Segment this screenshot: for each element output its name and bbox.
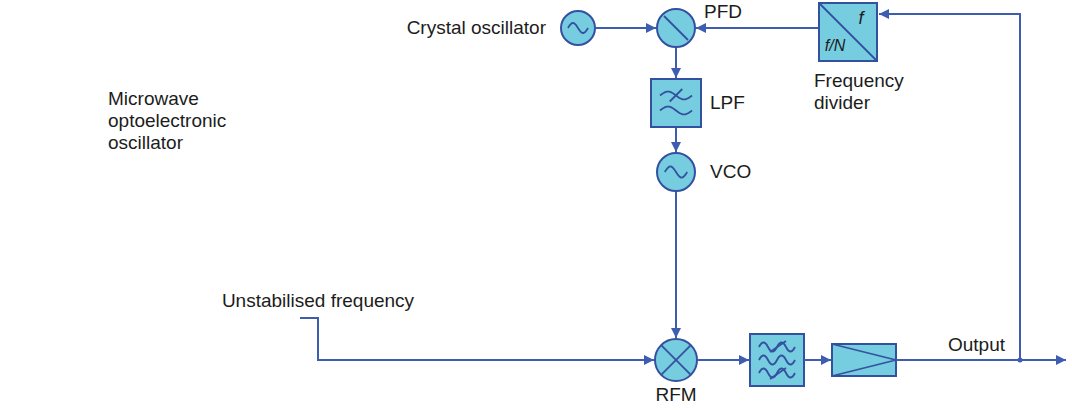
circle-outline (561, 11, 595, 45)
filter-box (750, 334, 804, 386)
screw-hole (260, 276, 264, 280)
housing-foot (22, 298, 56, 328)
output-wire (896, 359, 1066, 361)
wave-symbol (759, 369, 795, 378)
device-photo: Microwave optoelectronic oscillator (0, 40, 380, 400)
detector-circle-outline (656, 8, 696, 48)
circle-outline (657, 9, 695, 47)
text-holder: Crystal oscillator (407, 17, 546, 39)
port-label: Output (948, 334, 1005, 356)
circle-outline (657, 153, 695, 191)
divider-box: ff/NFrequency divider (818, 2, 878, 62)
text-holder: Microwave optoelectronic oscillator (108, 88, 258, 154)
node-label: Crystal oscillator (407, 17, 546, 39)
cross-symbol (661, 345, 691, 375)
signal-connector (675, 48, 677, 78)
wave-symbol (660, 107, 692, 115)
slash-symbol (664, 16, 688, 40)
bandpass-filter-symbol (750, 334, 804, 386)
strike-symbol (770, 368, 786, 379)
housing-left-face (8, 115, 200, 392)
housing-foot (178, 383, 210, 398)
amplifier-box (832, 344, 896, 376)
oscillator-circle-outline (656, 152, 696, 192)
text-holder: RFM (655, 384, 696, 406)
housing-right-face (200, 95, 372, 392)
cross-symbol (661, 345, 691, 375)
amplifier-symbol (832, 344, 896, 376)
signal-connector (675, 128, 677, 152)
node-label: Frequency divider (814, 70, 914, 114)
signal-connector (675, 192, 677, 338)
strike-symbol (670, 89, 682, 102)
oscillator-circle: VCO (656, 152, 696, 192)
text-holder: LPF (710, 92, 745, 114)
text-holder: Unstabilised frequency (222, 290, 414, 312)
text-holder: Frequency divider (814, 70, 914, 114)
strike-symbol (770, 341, 786, 352)
sine-symbol (665, 166, 687, 177)
amplifier-wedge (832, 344, 896, 376)
mixer-circle-outline (654, 338, 698, 382)
node-label: RFM (655, 384, 696, 406)
diagonal-symbol (819, 3, 877, 61)
signal-connector (696, 27, 818, 29)
signal-connector (300, 318, 654, 360)
box-outline (651, 79, 701, 127)
feedback-wire (879, 14, 1020, 360)
circle-outline (655, 339, 697, 381)
text-holder: Output (948, 334, 1005, 356)
node-label: VCO (710, 161, 751, 183)
rf-connector-pin (298, 316, 302, 320)
signal-label: Unstabilised frequency (222, 290, 414, 312)
node-label: Microwave optoelectronic oscillator (108, 88, 258, 154)
signal-wire (698, 359, 749, 361)
signal-connector (596, 27, 656, 29)
oscillator-circle-outline (560, 10, 596, 46)
housing-top-face (8, 48, 372, 215)
filter-box: LPF (650, 78, 702, 128)
detector-circle: PFD (656, 8, 696, 48)
sine-symbol (568, 23, 588, 33)
box-outline (819, 3, 877, 61)
oscillator-circle: Crystal oscillator (560, 10, 596, 46)
frequency-symbol: f/N (825, 37, 845, 55)
node-label: LPF (710, 92, 745, 114)
rf-connector (294, 312, 306, 324)
mixer-circle: RFM (654, 338, 698, 382)
text-holder: f (858, 8, 863, 29)
screw-hole (223, 320, 227, 324)
text-holder: f/N (825, 37, 845, 55)
filter-box-outline (650, 78, 702, 128)
wave-symbol (759, 356, 795, 365)
node-label: PFD (704, 1, 742, 23)
junction-dot (1018, 358, 1023, 363)
text-holder: PFD (704, 1, 742, 23)
text-holder: VCO (710, 161, 751, 183)
frequency-symbol: f (858, 8, 863, 29)
signal-wire (804, 359, 831, 361)
